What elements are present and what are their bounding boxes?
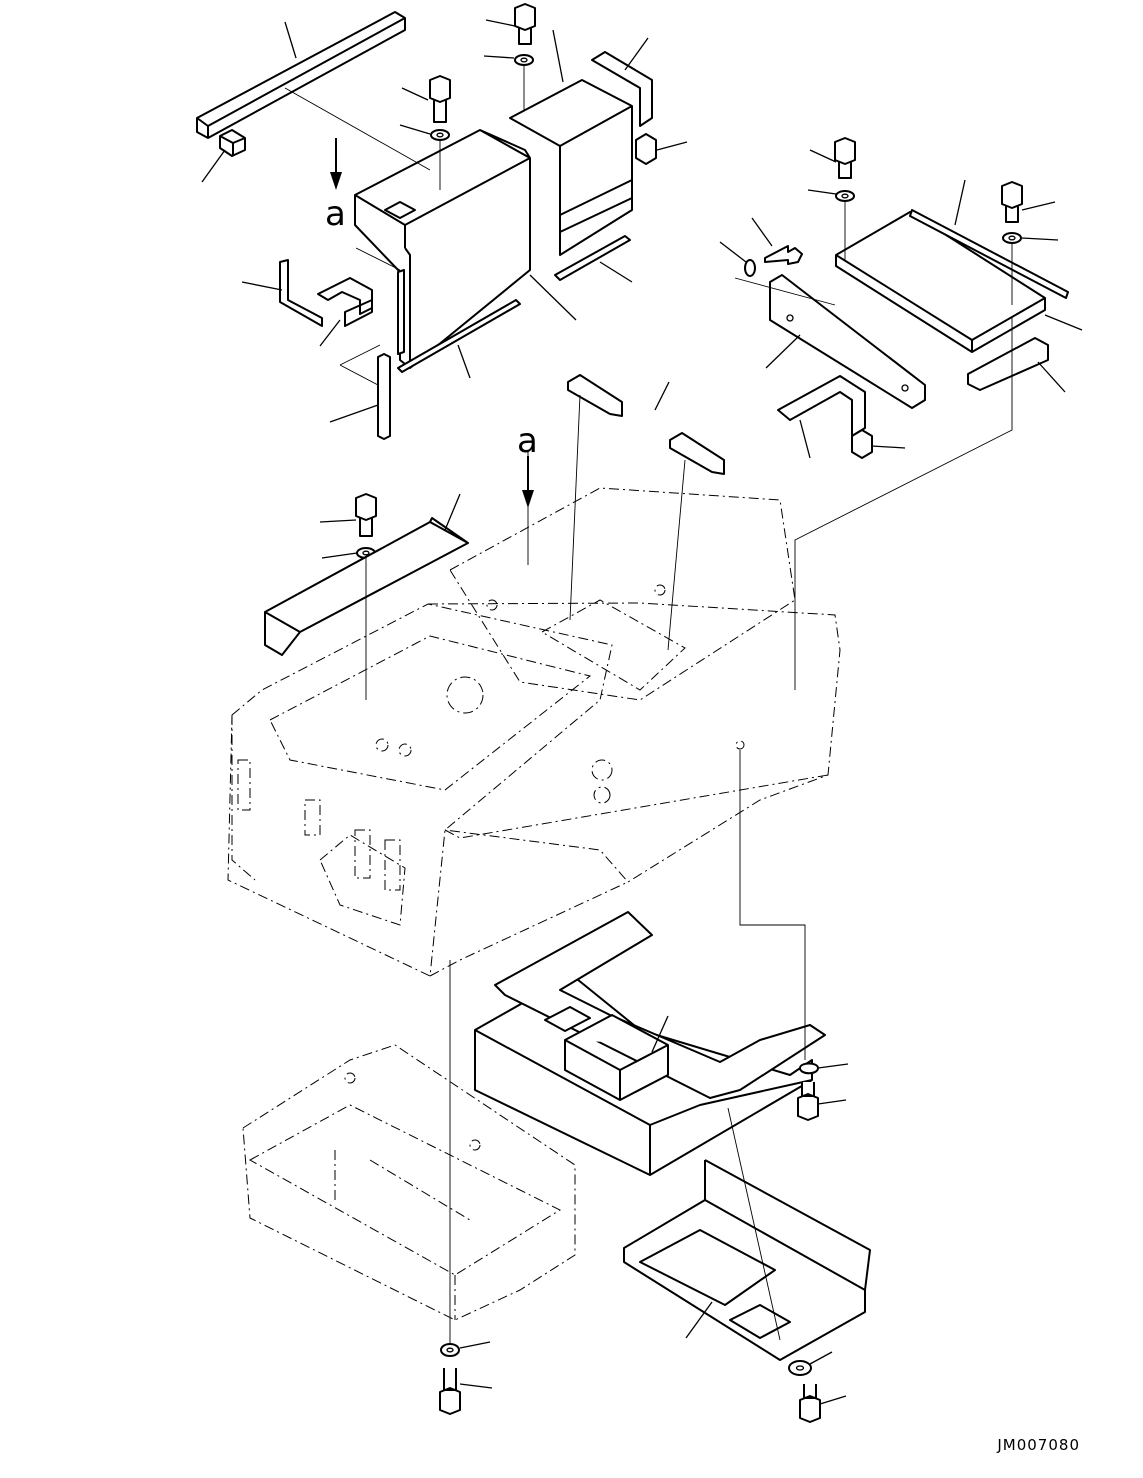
main-frame-phantom — [227, 487, 841, 977]
rubber-strip-center — [554, 235, 631, 281]
assembly-lines — [284, 65, 1013, 1344]
bolt-6 — [797, 1082, 819, 1121]
angle-bracket-left — [264, 517, 469, 656]
view-marker-label-2: a — [517, 421, 538, 461]
bar-right — [967, 337, 1049, 391]
box-bracket — [354, 129, 531, 369]
view-marker-arrow-1: a — [325, 138, 346, 234]
bolt-3 — [834, 137, 856, 179]
rail-2 — [669, 432, 725, 475]
bolt-4 — [1001, 181, 1023, 223]
angle-bar — [591, 51, 653, 127]
view-marker-label-1: a — [325, 194, 346, 234]
u-bracket — [317, 277, 373, 327]
l-bar — [279, 259, 323, 327]
small-block — [219, 129, 246, 157]
bolt-7 — [799, 1384, 821, 1423]
callout-leaders — [201, 19, 1083, 1405]
lower-cover-frame — [494, 911, 826, 1099]
small-block-3 — [851, 429, 873, 459]
drawing-number: JM007080 — [996, 1436, 1080, 1454]
long-bar-top-left — [196, 11, 406, 139]
bolt-5 — [355, 493, 377, 537]
small-block-2 — [635, 133, 657, 165]
lower-tray-phantom — [242, 1044, 576, 1321]
middle-rails — [567, 374, 725, 475]
bolt-1 — [429, 75, 451, 123]
top-plate-right — [835, 211, 1046, 353]
angle-bracket-right — [769, 274, 926, 409]
washer-7 — [799, 1062, 819, 1075]
horizontal-bolt — [764, 245, 803, 265]
view-marker-arrow-2: a — [517, 421, 538, 508]
top-center-bracket-assembly — [509, 3, 657, 281]
lower-cover-box — [564, 1014, 669, 1101]
bolt-2 — [514, 3, 536, 45]
top-left-bracket-assembly — [196, 11, 531, 440]
rubber-strip-bottom — [397, 299, 521, 373]
washer-5 — [744, 259, 756, 277]
left-angle-bracket — [264, 493, 469, 656]
vertical-post — [377, 353, 391, 440]
lower-cover-assembly — [439, 911, 871, 1423]
j-bar-right — [777, 375, 866, 437]
rubber-strip-right — [909, 209, 1069, 299]
top-right-cover-assembly — [744, 137, 1069, 459]
bolt-8 — [439, 1368, 461, 1415]
rail-1 — [567, 374, 623, 417]
rubber-strip-side — [397, 269, 405, 355]
